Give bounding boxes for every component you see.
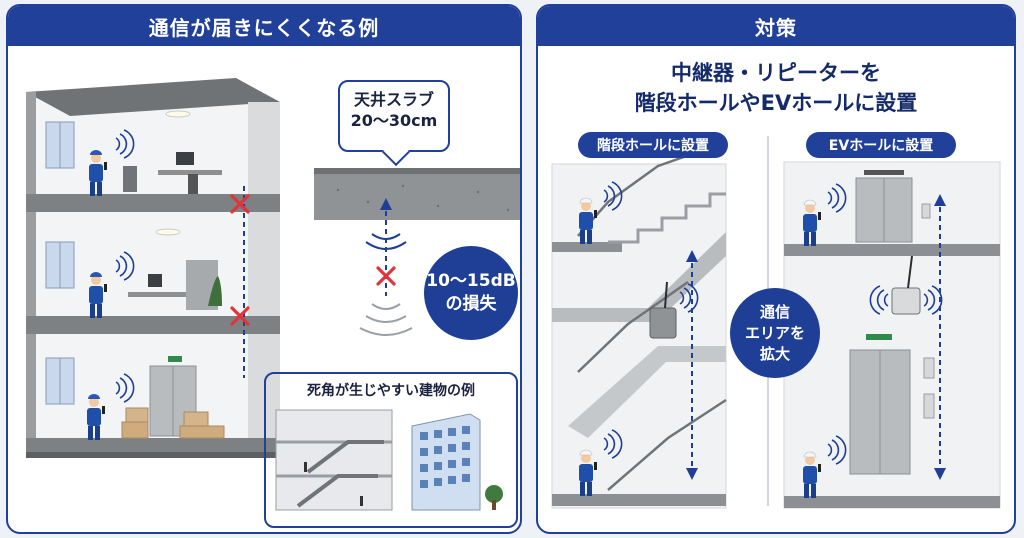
coverage-line1: 通信 <box>759 302 790 321</box>
dead-zone-examples-box: 死角が生じやすい建物の例 <box>264 372 518 528</box>
building-cross-section <box>26 78 520 511</box>
title-line1: 中継器・リピーターを <box>671 61 881 85</box>
floor-slab-ground <box>26 438 280 456</box>
slab-callout-line1: 天井スラブ <box>353 90 434 109</box>
stairwell-scene <box>551 150 727 509</box>
blocked-signal-path <box>230 186 250 378</box>
right-panel: 対策 中継器・リピーターを 階段ホールやEVホールに設置 階段ホールに設置 EV… <box>536 4 1016 534</box>
right-panel-header: 対策 <box>538 6 1014 46</box>
loss-badge-line2: の損失 <box>445 294 497 314</box>
stairwell-label: 階段ホールに設置 <box>578 132 728 158</box>
slab-detail <box>314 168 520 336</box>
title-line2: 階段ホールやEVホールに設置 <box>634 91 918 116</box>
examples-title: 死角が生じやすい建物の例 <box>307 383 475 399</box>
left-panel: 通信が届きにくくなる例 天井スラブ 20〜30cm 10〜15dB の損失 死角… <box>6 4 522 534</box>
example-buildings-illustration <box>275 409 503 511</box>
left-panel-header: 通信が届きにくくなる例 <box>8 6 520 46</box>
floor-ground <box>45 356 225 440</box>
elevator-hall-scene <box>783 161 1001 509</box>
loss-badge-line1: 10〜15dB <box>426 271 516 292</box>
floor-top <box>45 110 222 196</box>
floor-slab-2 <box>26 316 280 334</box>
floor-middle <box>45 228 222 318</box>
floor-slab-1 <box>26 194 280 212</box>
elevator-hall-label: EVホールに設置 <box>806 132 956 158</box>
slab-callout-line2: 20〜30cm <box>350 110 438 130</box>
slab-thickness-callout: 天井スラブ 20〜30cm <box>338 80 450 152</box>
coverage-line2: エリアを <box>744 323 805 342</box>
coverage-line3: 拡大 <box>759 344 790 363</box>
signal-loss-badge: 10〜15dB の損失 <box>424 246 518 340</box>
countermeasure-title: 中継器・リピーターを 階段ホールやEVホールに設置 <box>538 58 1014 119</box>
coverage-expansion-badge: 通信 エリアを 拡大 <box>730 288 820 378</box>
